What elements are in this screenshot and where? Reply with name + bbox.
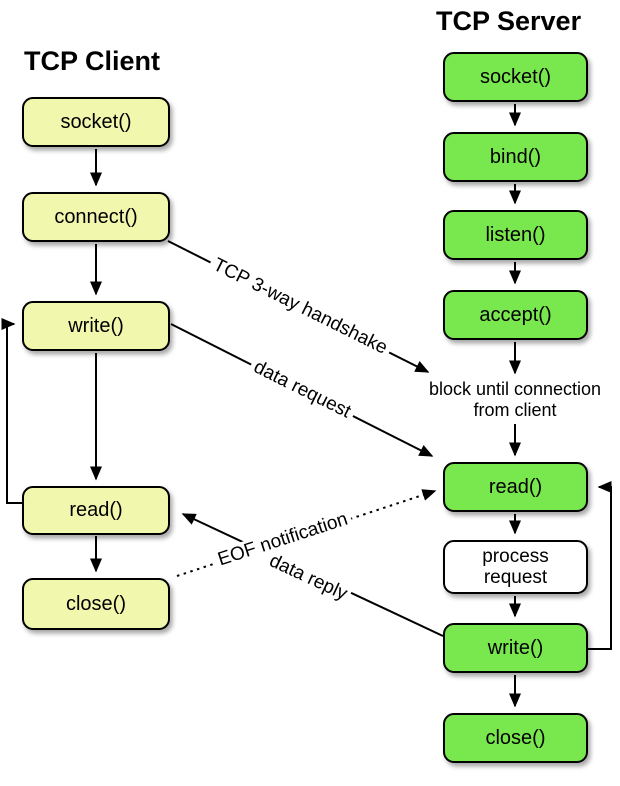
client-column-title: TCP Client xyxy=(24,46,161,76)
server-bind-box: bind() xyxy=(443,132,588,182)
server-column-title: TCP Server xyxy=(436,6,582,36)
arrow-eof-notification-close-to-read xyxy=(176,489,437,577)
server-listen-box: listen() xyxy=(443,210,588,260)
server-process-request-box: process request xyxy=(443,540,588,594)
block-note-line2: from client xyxy=(473,400,557,420)
client-read-box: read() xyxy=(22,486,170,535)
server-socket-box: socket() xyxy=(443,52,588,102)
server-close-box: close() xyxy=(443,713,588,763)
server-accept-box: accept() xyxy=(443,290,588,340)
block-until-connection-note: block until connection from client xyxy=(405,379,620,421)
client-socket-box: socket() xyxy=(22,97,170,147)
client-connect-box: connect() xyxy=(22,192,170,242)
server-write-box: write() xyxy=(443,623,588,673)
server-read-box: read() xyxy=(443,462,588,512)
arrow-client-read-loop-to-write xyxy=(1,318,22,504)
block-note-line1: block until connection xyxy=(428,379,602,399)
server-process-request-label: process request xyxy=(482,546,549,588)
client-write-box: write() xyxy=(22,301,170,351)
client-close-box: close() xyxy=(22,578,170,630)
arrow-server-write-loop-to-read xyxy=(588,481,612,650)
